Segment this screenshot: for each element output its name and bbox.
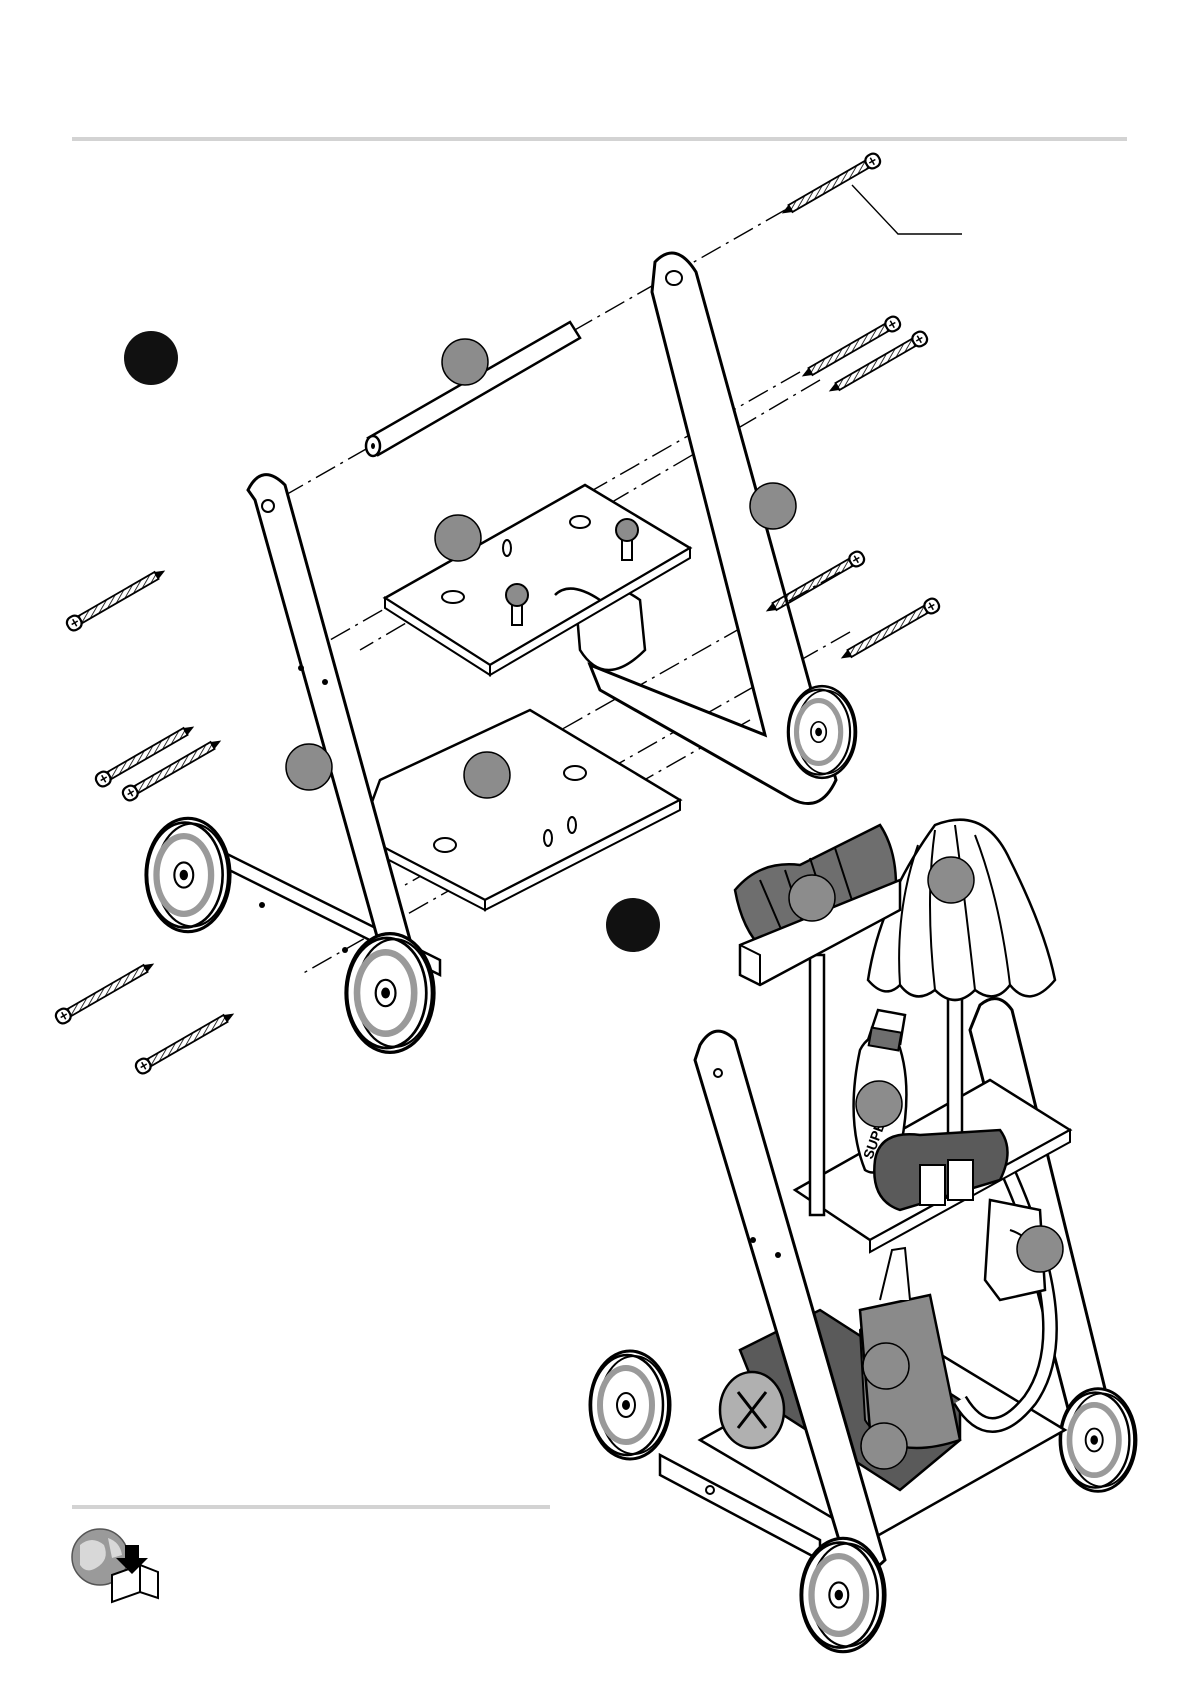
part-marker-rod bbox=[442, 339, 488, 385]
accessory-marker-dustpan bbox=[863, 1343, 909, 1389]
wheel bbox=[801, 1538, 885, 1651]
screw bbox=[65, 564, 169, 632]
screw bbox=[798, 314, 902, 382]
wheel bbox=[146, 818, 230, 931]
screw bbox=[778, 151, 882, 219]
wheel bbox=[346, 934, 434, 1053]
step-1-marker bbox=[124, 331, 178, 385]
wheel bbox=[590, 1351, 670, 1459]
assembled-view: SUPER bbox=[590, 820, 1136, 1652]
globe-download-manual-icon bbox=[72, 1529, 158, 1602]
step-2-marker bbox=[606, 898, 660, 952]
part-marker-lower-shelf bbox=[464, 752, 510, 798]
accessory-marker-mop bbox=[928, 857, 974, 903]
lower-shelf bbox=[360, 710, 680, 900]
part-marker-upper-shelf bbox=[435, 515, 481, 561]
accessory-marker-cloth bbox=[1017, 1226, 1063, 1272]
screw-callout-line bbox=[852, 185, 962, 234]
screw bbox=[94, 720, 198, 788]
screw bbox=[825, 329, 929, 397]
accessory-marker-bottle bbox=[856, 1081, 902, 1127]
screw bbox=[837, 596, 941, 664]
accessory-marker-brush bbox=[789, 875, 835, 921]
part-marker-right-side-frame bbox=[750, 483, 796, 529]
screw bbox=[134, 1007, 238, 1075]
accessory-marker-vacuum bbox=[861, 1423, 907, 1469]
screw bbox=[54, 957, 158, 1025]
screw bbox=[121, 734, 225, 802]
part-marker-left-side-frame bbox=[286, 744, 332, 790]
